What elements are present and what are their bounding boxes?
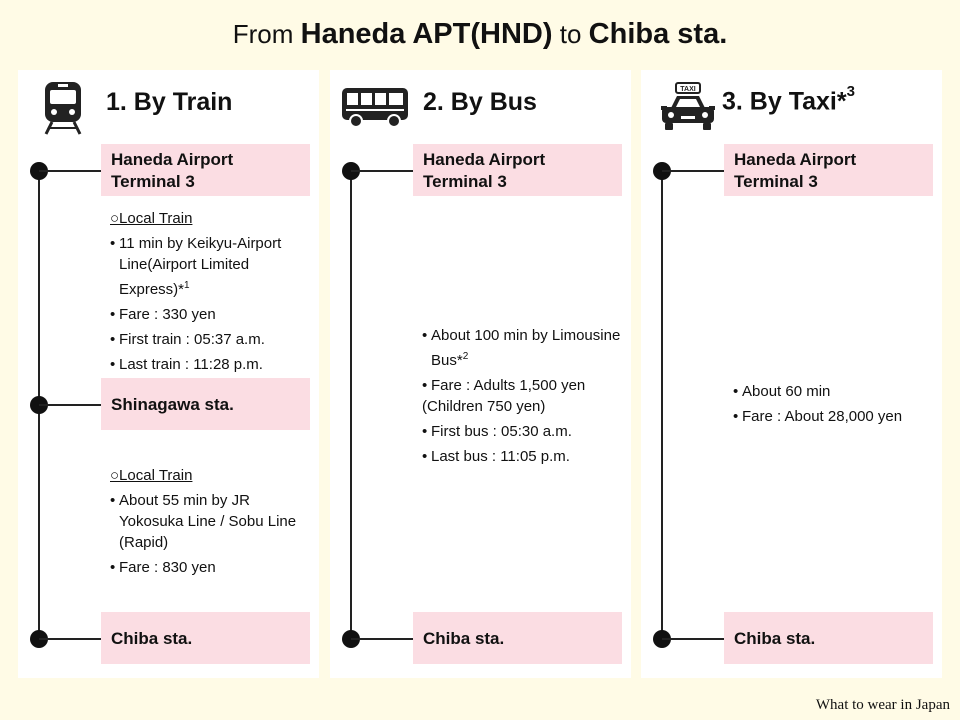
station-line: Chiba sta.	[111, 629, 193, 648]
taxi-heading: 3. By Taxi*3	[722, 83, 855, 116]
title-to: to	[559, 19, 582, 49]
station-line: Shinagawa sta.	[111, 395, 234, 414]
info-text: About 55 min by JR Yokosuka Line / Sobu …	[119, 492, 297, 551]
info-item: •About 100 min by Limousine Bus*2	[422, 327, 621, 369]
footnote-mark: 2	[462, 351, 469, 362]
info-text: About 60 min	[742, 383, 831, 400]
title-destination: Chiba sta.	[588, 18, 728, 50]
info-text: Last bus : 11:05 p.m.	[431, 448, 570, 465]
taxi-heading-text: 3. By Taxi*	[722, 87, 847, 116]
info-item: •Fare : Adults 1,500 yen	[422, 377, 586, 394]
train-icon	[44, 82, 82, 135]
station-haneda: Haneda Airport Terminal 3	[413, 144, 622, 196]
route-connector	[662, 638, 724, 640]
info-text: Last train : 11:28 p.m.	[119, 356, 263, 373]
station-chiba: Chiba sta.	[724, 612, 933, 664]
info-item: •Last train : 11:28 p.m.	[110, 356, 263, 373]
taxi-route-line	[661, 171, 663, 639]
station-haneda: Haneda Airport Terminal 3	[724, 144, 933, 196]
info-text: About 100 min by Limousine Bus*	[431, 327, 621, 369]
info-text: (Children 750 yen)	[422, 398, 546, 415]
leg-mode: ○Local Train	[110, 210, 193, 227]
station-line: Chiba sta.	[423, 629, 505, 648]
info-text: Fare : 330 yen	[119, 306, 216, 323]
route-connector	[39, 404, 101, 406]
taxi-sign-text: TAXI	[680, 86, 695, 93]
info-text: Fare : Adults 1,500 yen	[431, 377, 586, 394]
info-item: •About 60 min	[733, 383, 831, 400]
route-connector	[351, 170, 413, 172]
station-line: Haneda Airport Terminal 3	[423, 150, 546, 191]
train-heading: 1. By Train	[106, 88, 233, 116]
title-from: From	[232, 19, 294, 49]
info-item: •Fare : 830 yen	[110, 559, 216, 576]
route-connector	[351, 638, 413, 640]
bus-info: •About 100 min by Limousine Bus*2 •Fare …	[422, 325, 627, 471]
footer-credit: What to wear in Japan	[815, 697, 950, 713]
station-haneda: Haneda Airport Terminal 3	[101, 144, 310, 196]
route-connector	[39, 170, 101, 172]
train-panel: 1. By Train Haneda Airport Terminal 3 Sh…	[18, 70, 319, 678]
bus-heading: 2. By Bus	[423, 88, 537, 116]
footnote-mark: 1	[184, 280, 190, 291]
route-connector	[39, 638, 101, 640]
info-text: Fare : About 28,000 yen	[742, 408, 903, 425]
station-line: Haneda Airport Terminal 3	[734, 150, 857, 191]
station-shinagawa: Shinagawa sta.	[101, 378, 310, 430]
info-item: •11 min by Keikyu-Airport Line(Airport L…	[110, 235, 282, 298]
station-line: Haneda Airport Terminal 3	[111, 150, 234, 191]
station-chiba: Chiba sta.	[101, 612, 310, 664]
title-origin: Haneda APT(HND)	[300, 18, 553, 50]
station-line: Chiba sta.	[734, 629, 816, 648]
taxi-icon: TAXI	[661, 82, 715, 130]
station-chiba: Chiba sta.	[413, 612, 622, 664]
train-leg1-info: ○Local Train •11 min by Keikyu-Airport L…	[110, 208, 315, 379]
route-connector	[662, 170, 724, 172]
info-item: •Fare : 330 yen	[110, 306, 216, 323]
taxi-panel: TAXI 3. By Taxi*3 Haneda Airport Termina…	[641, 70, 942, 678]
bus-route-line	[350, 171, 352, 639]
info-text: First train : 05:37 a.m.	[119, 331, 265, 348]
info-text: 11 min by Keikyu-Airport Line(Airport Li…	[119, 235, 282, 298]
train-leg2-info: ○Local Train •About 55 min by JR Yokosuk…	[110, 465, 315, 582]
leg-mode: ○Local Train	[110, 467, 193, 484]
info-item: •About 55 min by JR Yokosuka Line / Sobu…	[110, 490, 315, 553]
info-text: Fare : 830 yen	[119, 559, 216, 576]
footnote-mark: 3	[846, 83, 855, 100]
info-item: •First bus : 05:30 a.m.	[422, 423, 572, 440]
info-item: •Fare : About 28,000 yen	[733, 408, 903, 425]
bus-panel: 2. By Bus Haneda Airport Terminal 3 Chib…	[330, 70, 631, 678]
info-item: •First train : 05:37 a.m.	[110, 331, 265, 348]
taxi-info: •About 60 min •Fare : About 28,000 yen	[733, 381, 938, 431]
page-title: From Haneda APT(HND) to Chiba sta.	[0, 14, 960, 54]
bus-icon	[342, 88, 408, 128]
info-text: First bus : 05:30 a.m.	[431, 423, 572, 440]
info-item: •Last bus : 11:05 p.m.	[422, 448, 570, 465]
